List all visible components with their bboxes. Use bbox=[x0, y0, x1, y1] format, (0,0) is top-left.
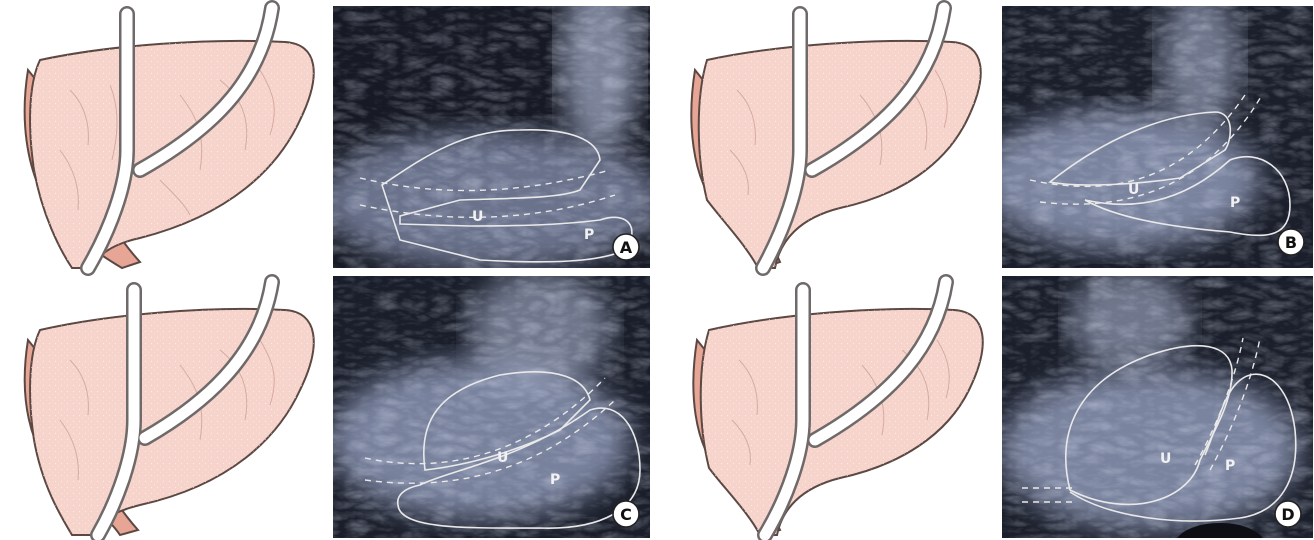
badge-label: D bbox=[1281, 505, 1294, 524]
ultrasound-image: U P C bbox=[330, 270, 650, 538]
panel-badge: B bbox=[1278, 229, 1304, 255]
prostate-illustration bbox=[25, 8, 314, 268]
panel-badge: A bbox=[613, 234, 639, 260]
panel-a: U P A bbox=[25, 0, 660, 270]
ultrasound-image: U P B bbox=[980, 0, 1313, 268]
p-label: P bbox=[1225, 458, 1235, 474]
panel-d: U P D bbox=[693, 270, 1313, 540]
badge-label: B bbox=[1285, 233, 1297, 252]
ultrasound-image: U P D bbox=[1000, 270, 1313, 540]
u-label: U bbox=[472, 209, 483, 225]
panel-badge: D bbox=[1275, 501, 1301, 527]
u-label: U bbox=[1128, 182, 1139, 198]
badge-label: A bbox=[620, 238, 633, 257]
prostate-illustration bbox=[691, 8, 980, 268]
prostate-illustration bbox=[693, 282, 982, 535]
panel-badge: C bbox=[613, 501, 639, 527]
ultrasound-image: U P A bbox=[320, 0, 660, 270]
prostate-illustration bbox=[25, 282, 314, 535]
u-label: U bbox=[1160, 451, 1171, 467]
panel-b: U P B bbox=[691, 0, 1313, 268]
p-label: P bbox=[550, 472, 560, 488]
badge-label: C bbox=[620, 505, 632, 524]
panel-c: U P C bbox=[25, 270, 650, 538]
u-label: U bbox=[497, 450, 508, 466]
p-label: P bbox=[584, 227, 594, 243]
p-label: P bbox=[1230, 195, 1240, 211]
